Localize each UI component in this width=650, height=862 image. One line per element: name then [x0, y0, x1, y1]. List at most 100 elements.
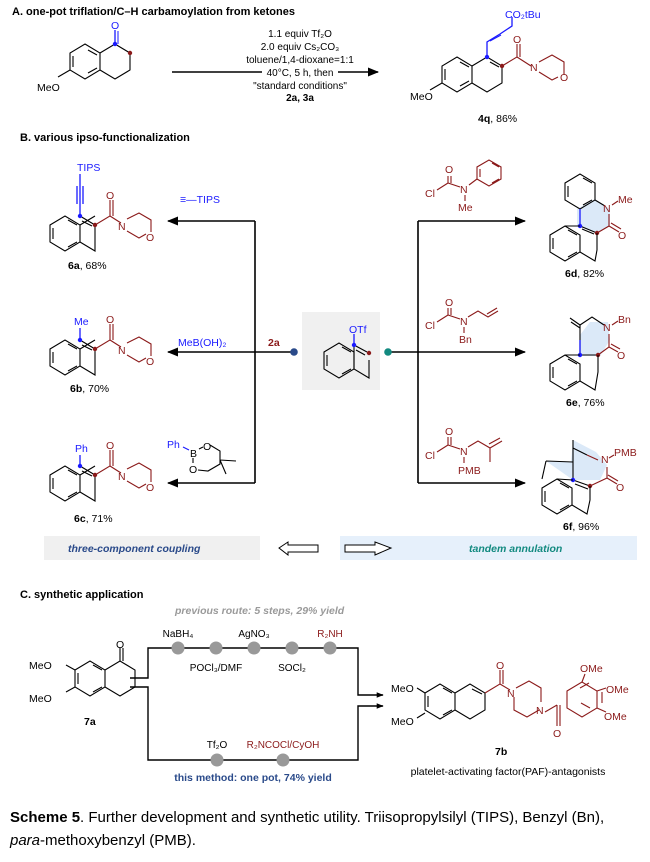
svg-text:40°C, 5 h, then: 40°C, 5 h, then — [267, 68, 334, 79]
figure-caption: Scheme 5. Further development and synthe… — [10, 806, 640, 852]
svg-text:OMe: OMe — [604, 711, 627, 723]
svg-text:R₂NCOCl/CyOH: R₂NCOCl/CyOH — [247, 740, 320, 751]
svg-text:O: O — [189, 464, 197, 476]
svg-text:Ph: Ph — [75, 443, 88, 455]
svg-text:MeO: MeO — [391, 716, 414, 728]
arrow-left-hollow-icon — [278, 541, 319, 557]
arrow-right-hollow-icon — [344, 541, 393, 556]
step-dot — [276, 753, 290, 767]
reagent-6e-carbamoyl-chloride: Cl O N Bn — [425, 297, 499, 346]
svg-text:Me: Me — [458, 202, 473, 214]
svg-text:7b: 7b — [495, 746, 507, 758]
svg-text:OMe: OMe — [606, 684, 629, 696]
svg-text:N: N — [603, 322, 611, 334]
svg-text:Me: Me — [74, 316, 89, 328]
svg-text:O: O — [106, 440, 114, 452]
this-method-label: this method: one pot, 74% yield — [174, 772, 332, 784]
step-dot — [323, 641, 337, 655]
svg-text:N: N — [536, 705, 544, 717]
svg-text:O: O — [116, 639, 124, 651]
svg-text:Cl: Cl — [425, 450, 435, 462]
product-6c-structure: Ph O N O 6c, 71% — [49, 440, 154, 525]
caption-bold: Scheme 5 — [10, 809, 81, 826]
svg-text:MeO: MeO — [410, 91, 433, 103]
svg-text:O: O — [616, 482, 624, 494]
svg-text:O: O — [617, 350, 625, 362]
section-b-title: B. various ipso-functionalization — [20, 132, 190, 144]
svg-text:PMB: PMB — [614, 447, 637, 459]
svg-text:O: O — [618, 230, 626, 242]
product-label-6a: 6a, 68% — [68, 260, 107, 272]
svg-text:CO₂tBu: CO₂tBu — [505, 9, 541, 21]
svg-text:O: O — [106, 314, 114, 326]
svg-text:O: O — [106, 190, 114, 202]
svg-text:O: O — [146, 232, 154, 244]
product-label-6e: 6e, 76% — [566, 397, 605, 409]
svg-text:N: N — [601, 454, 609, 466]
route-steps: NaBH₄ AgNO₃ R₂NH POCl₃/DMF SOCl₂ Tf₂O R₂… — [163, 629, 343, 767]
product-6f-structure: N PMB O 6f, 96% — [541, 440, 637, 533]
svg-text:N: N — [460, 316, 468, 328]
svg-text:2a: 2a — [268, 337, 280, 349]
product-6e-structure: N Bn O 6e, 76% — [549, 314, 631, 409]
svg-text:SOCl₂: SOCl₂ — [278, 663, 306, 674]
svg-text:O: O — [445, 297, 453, 309]
svg-text:Bn: Bn — [459, 334, 472, 346]
svg-text:O: O — [445, 164, 453, 176]
left-connector-dot — [290, 348, 298, 356]
product-label-6b: 6b, 70% — [70, 383, 109, 395]
caption-text-1: . Further development and synthetic util… — [80, 809, 605, 826]
svg-text:Cl: Cl — [425, 188, 435, 200]
svg-text:N: N — [603, 203, 611, 215]
svg-text:AgNO₃: AgNO₃ — [238, 629, 269, 640]
section-a-title: A. one-pot triflation/C–H carbamoylation… — [12, 6, 295, 18]
svg-text:MeO: MeO — [391, 683, 414, 695]
section-b-arrows — [166, 216, 527, 488]
product-7b-structure: MeO MeO O N N O OMe OMe OMe 7b platelet-… — [391, 660, 629, 778]
reagent-6f-carbamoyl-chloride: Cl O N PMB — [425, 426, 503, 477]
product-label-6c: 6c, 71% — [74, 513, 113, 525]
svg-text:O: O — [146, 356, 154, 368]
reagent-phenyl-boronate: Ph B O O — [167, 439, 237, 476]
product-4q-structure: CO₂tBu O N O MeO 4q, 86% — [410, 9, 568, 125]
svg-text:N: N — [507, 688, 515, 700]
svg-text:O: O — [496, 660, 504, 672]
svg-text:"standard conditions": "standard conditions" — [253, 81, 347, 92]
svg-text:toluene/1,4-dioxane=1:1: toluene/1,4-dioxane=1:1 — [246, 55, 354, 66]
starting-material-7a: O MeO MeO 7a — [29, 639, 136, 728]
svg-text:O: O — [553, 728, 561, 740]
svg-text:B: B — [190, 448, 197, 460]
reagent-6d-carbamoyl-chloride: Cl O N Me — [425, 159, 502, 214]
step-dot — [209, 641, 223, 655]
product-7b-description: platelet-activating factor(PAF)-antagoni… — [411, 766, 606, 778]
right-connector-dot — [384, 348, 392, 356]
product-label-6f: 6f, 96% — [563, 521, 599, 533]
svg-text:OTf: OTf — [349, 324, 367, 336]
step-dot — [285, 641, 299, 655]
vinyl-triflate-2a: 2a OTf — [268, 312, 392, 390]
svg-text:Me: Me — [618, 194, 633, 206]
ketone-structure: O MeO — [37, 20, 133, 94]
svg-text:7a: 7a — [84, 716, 96, 728]
section-c-title: C. synthetic application — [20, 589, 144, 601]
svg-text:O: O — [146, 482, 154, 494]
svg-text:N: N — [530, 62, 538, 74]
banner-row: three-component coupling tandem annulati… — [44, 536, 637, 560]
svg-text:Tf₂O: Tf₂O — [207, 740, 228, 751]
svg-text:N: N — [460, 184, 468, 196]
meo-label: MeO — [37, 82, 60, 94]
svg-text:Cl: Cl — [425, 320, 435, 332]
reaction-conditions: 1.1 equiv Tf₂O 2.0 equiv Cs₂CO₃ toluene/… — [172, 29, 380, 104]
svg-text:PMB: PMB — [458, 465, 481, 477]
svg-text:O: O — [445, 426, 453, 438]
svg-text:POCl₃/DMF: POCl₃/DMF — [190, 663, 242, 674]
reagent-tips-alkyne: ≡—TIPS — [180, 194, 220, 206]
product-6d-structure: N Me O 6d, 82% — [549, 173, 633, 280]
caption-text-2: -methoxybenzyl (PMB). — [40, 832, 196, 849]
svg-text:O: O — [513, 34, 521, 46]
banner-three-component — [44, 536, 260, 560]
step-dot — [210, 753, 224, 767]
step-dot — [171, 641, 185, 655]
product-label-4q: 4q, 86% — [478, 113, 517, 125]
